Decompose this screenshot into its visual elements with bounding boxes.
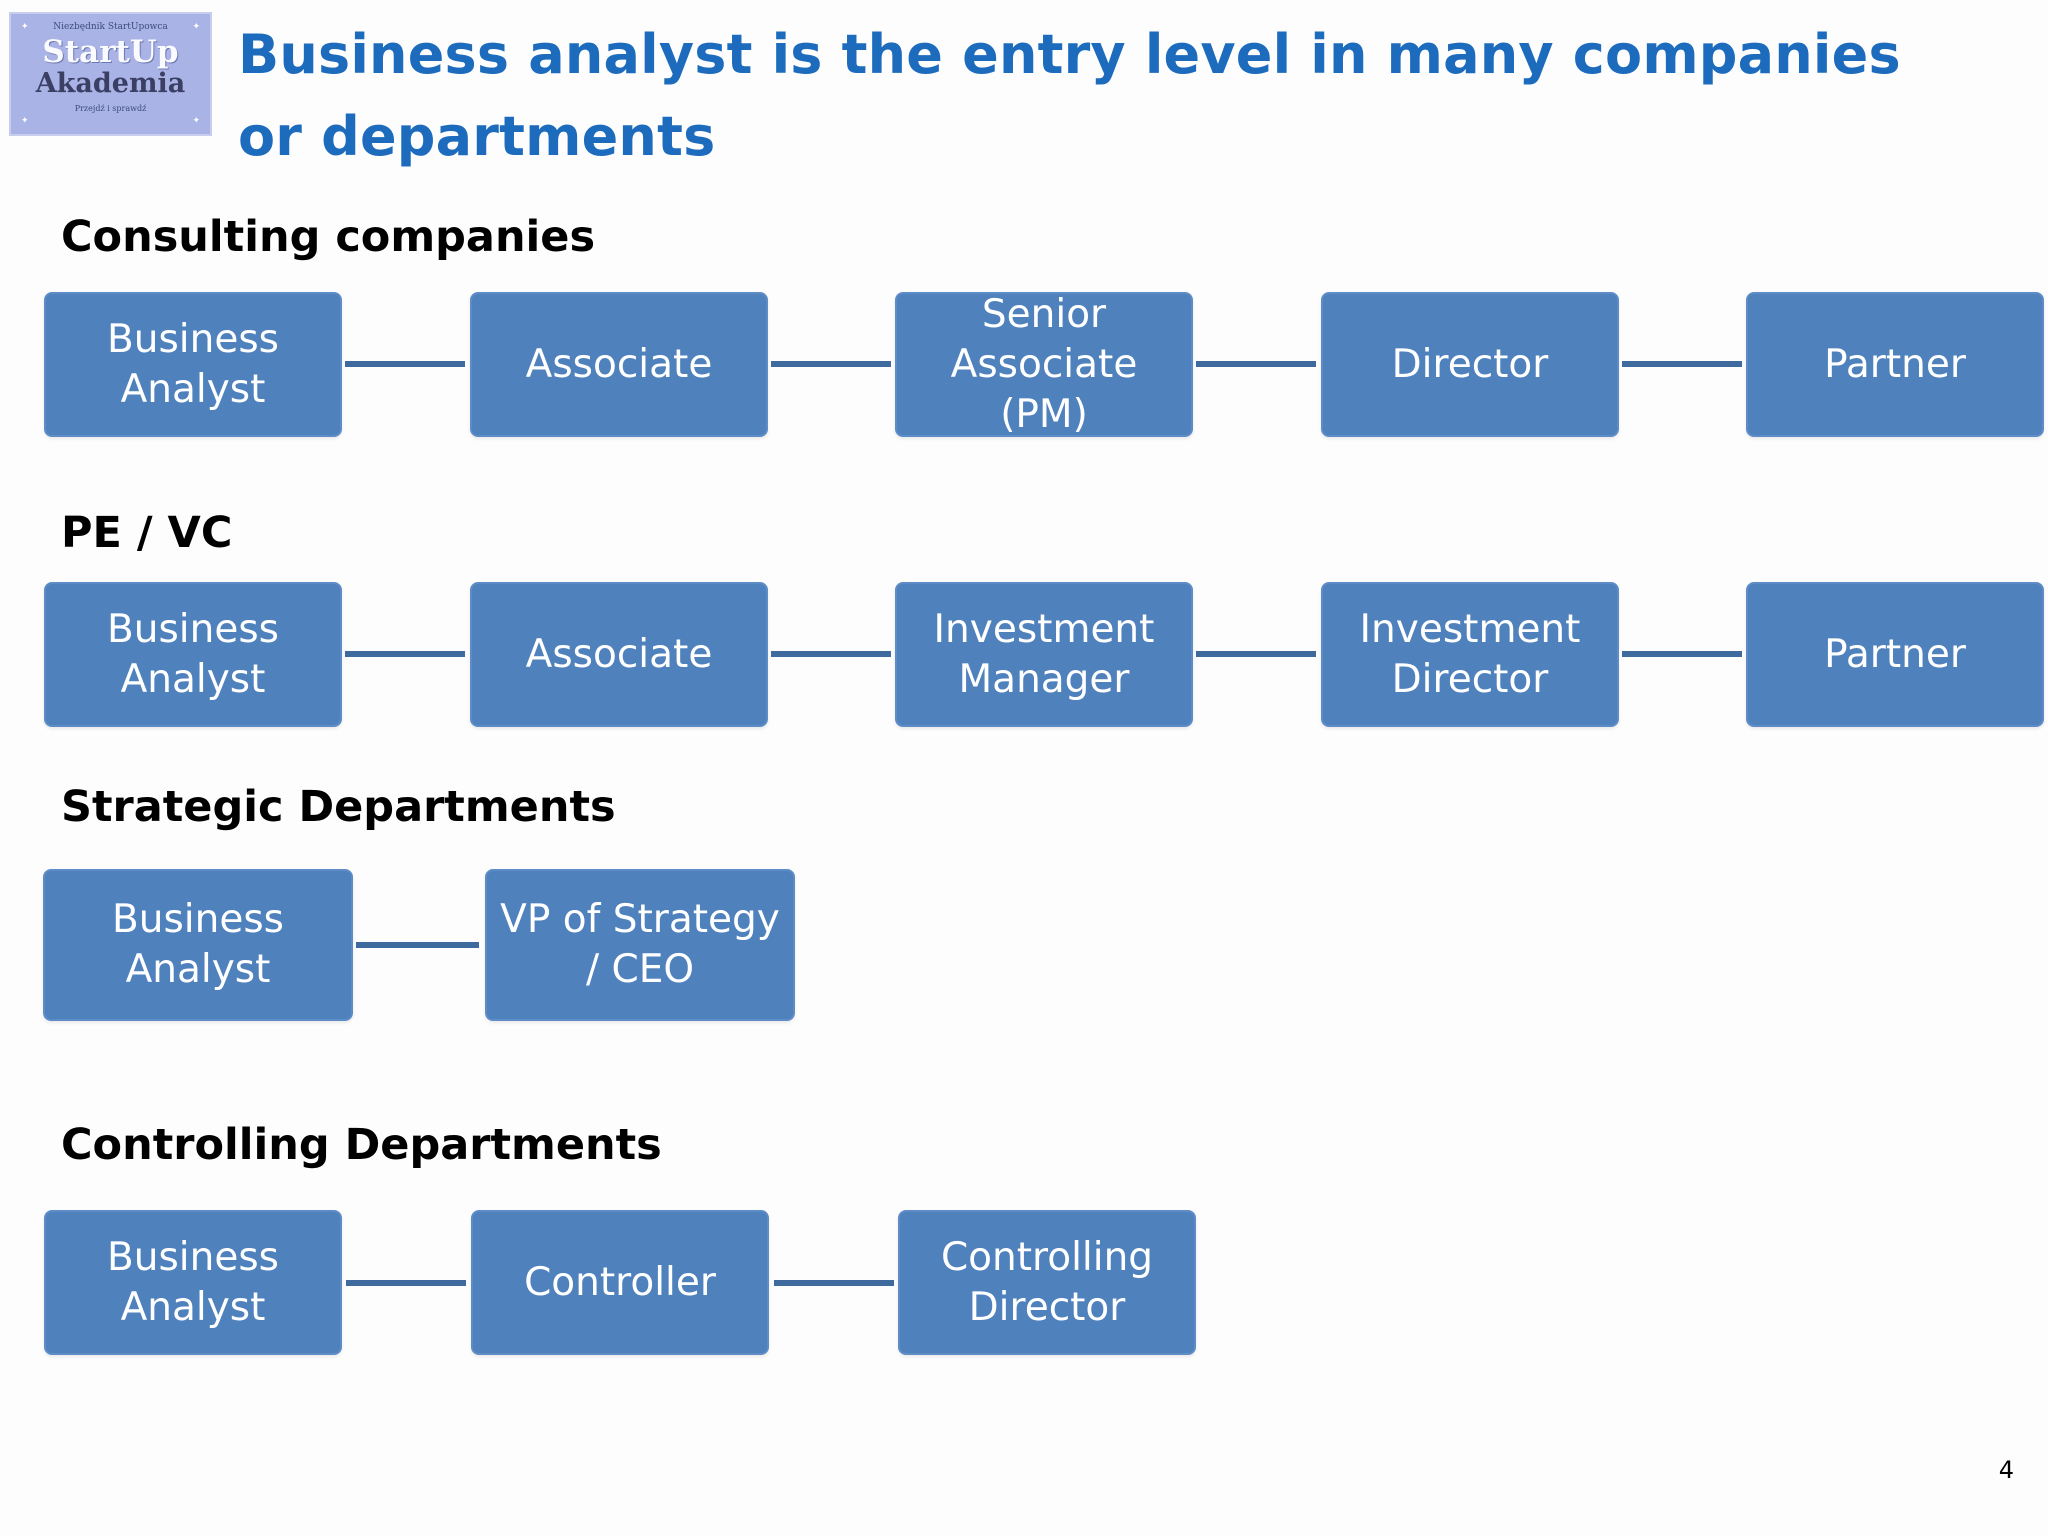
- logo-line-1: StartUp: [42, 34, 179, 70]
- logo-star-icon: ✦: [21, 22, 29, 32]
- career-step-box: Investment Manager: [895, 582, 1193, 727]
- connector-line: [345, 361, 465, 367]
- connector-line: [774, 1280, 894, 1286]
- career-step-box: Business Analyst: [44, 292, 342, 437]
- logo-star-icon: ✦: [21, 116, 29, 126]
- connector-line: [771, 361, 891, 367]
- career-step-box: Partner: [1746, 292, 2044, 437]
- logo-star-icon: ✦: [192, 116, 200, 126]
- section-title-controlling: Controlling Departments: [61, 1120, 662, 1170]
- logo-line-2: Akademia: [35, 68, 186, 99]
- logo-tagline: Niezbędnik StartUpowca: [53, 22, 168, 32]
- career-step-box: Director: [1321, 292, 1619, 437]
- connector-line: [345, 651, 465, 657]
- career-step-box: Business Analyst: [44, 1210, 342, 1355]
- career-step-box: VP of Strategy / CEO: [485, 869, 795, 1021]
- connector-line: [346, 1280, 466, 1286]
- slide-title: Business analyst is the entry level in m…: [238, 23, 1901, 168]
- logo-star-icon: ✦: [192, 22, 200, 32]
- connector-line: [1196, 361, 1316, 367]
- connector-line: [771, 651, 891, 657]
- section-title-strategic: Strategic Departments: [61, 782, 616, 832]
- section-title-consulting: Consulting companies: [61, 212, 596, 262]
- section-title-pe-vc: PE / VC: [61, 508, 233, 558]
- connector-line: [1196, 651, 1316, 657]
- page-number: 4: [1998, 1456, 2014, 1484]
- career-step-box: Controller: [471, 1210, 769, 1355]
- logo-subtitle: Przejdź i sprawdź: [74, 104, 147, 113]
- career-step-box: Senior Associate (PM): [895, 292, 1193, 437]
- career-step-box: Partner: [1746, 582, 2044, 727]
- connector-line: [1622, 361, 1742, 367]
- career-step-box: Business Analyst: [44, 582, 342, 727]
- connector-line: [1622, 651, 1742, 657]
- career-step-box: Controlling Director: [898, 1210, 1196, 1355]
- career-step-box: Associate: [470, 582, 768, 727]
- career-step-box: Associate: [470, 292, 768, 437]
- connector-line: [356, 942, 479, 948]
- career-step-box: Business Analyst: [43, 869, 353, 1021]
- startup-akademia-logo: ✦ ✦ ✦ ✦ Niezbędnik StartUpowca StartUp A…: [9, 12, 212, 136]
- career-step-box: Investment Director: [1321, 582, 1619, 727]
